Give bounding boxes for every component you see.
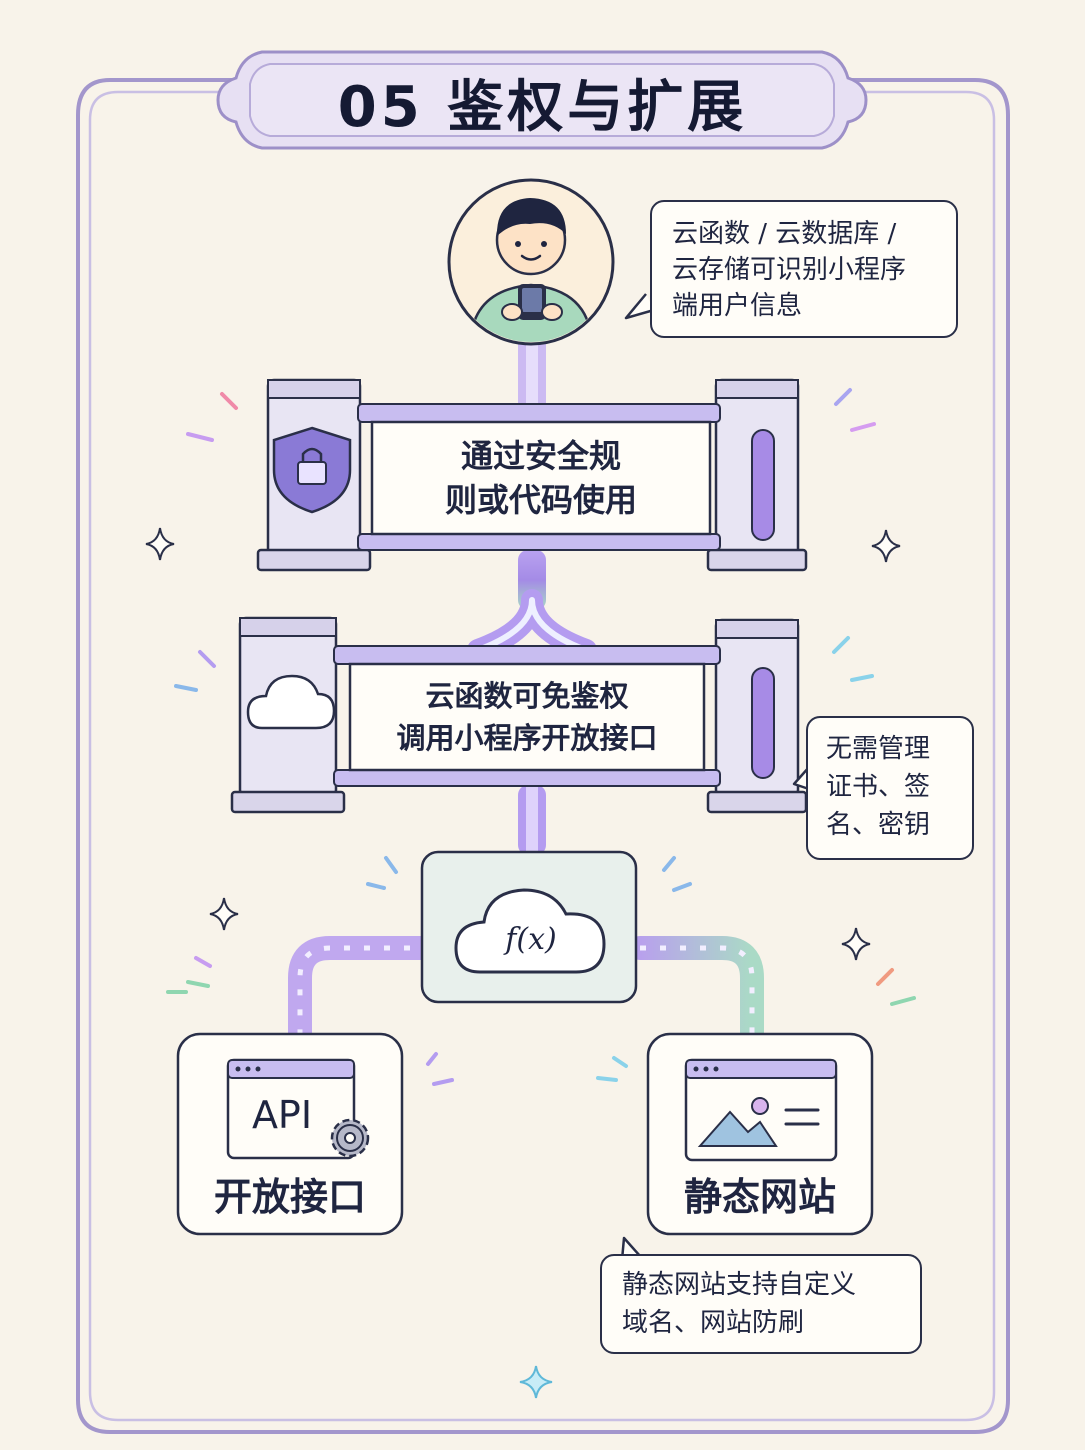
title-banner <box>216 50 868 150</box>
sparkle-stars <box>145 527 901 1399</box>
gate-2-structure <box>230 616 808 814</box>
api-icon-text: API <box>251 1093 313 1137</box>
main-connector <box>467 330 597 855</box>
user-info-bubble: 云函数 / 云数据库 / 云存储可识别小程序 端用户信息 <box>650 200 958 338</box>
no-cert-bubble: 无需管理 证书、签 名、密钥 <box>806 716 974 860</box>
bubble-line: 名、密钥 <box>826 810 931 840</box>
site-card-label: 静态网站 <box>683 1175 836 1219</box>
bubble-line: 静态网站支持自定义 <box>622 1270 857 1300</box>
user-avatar <box>447 178 615 346</box>
gear-icon <box>330 1118 370 1158</box>
branch-connectors <box>288 936 764 1052</box>
gate-1-structure <box>256 378 808 572</box>
bubble-line: 证书、签 <box>826 772 931 802</box>
sign-line: 云函数可免鉴权 <box>425 679 629 713</box>
bubble-line: 域名、网站防刷 <box>622 1308 805 1338</box>
cloud-icon <box>246 674 336 730</box>
sign-line: 通过安全规 <box>460 437 621 475</box>
sign-line: 则或代码使用 <box>444 481 637 519</box>
sign-line: 调用小程序开放接口 <box>396 721 658 755</box>
bubble-line: 云存储可识别小程序 <box>672 255 907 285</box>
gate-1-sign: 通过安全规 则或代码使用 <box>372 422 710 534</box>
decorations <box>166 388 916 1086</box>
page-title: 05 鉴权与扩展 <box>337 74 748 140</box>
bubble-line: 端用户信息 <box>672 291 803 321</box>
static-site-bubble: 静态网站支持自定义 域名、网站防刷 <box>600 1254 922 1354</box>
bubble-line: 云函数 / 云数据库 / <box>672 219 897 249</box>
function-label: f(x) <box>505 922 557 957</box>
api-card-box <box>176 1032 404 1236</box>
shield-lock-icon <box>272 426 352 514</box>
image-window-icon <box>697 1097 820 1147</box>
bubble-line: 无需管理 <box>826 734 931 764</box>
gate-2-sign: 云函数可免鉴权 调用小程序开放接口 <box>350 664 704 770</box>
function-node-box <box>420 850 638 1004</box>
api-card-label: 开放接口 <box>213 1175 366 1219</box>
